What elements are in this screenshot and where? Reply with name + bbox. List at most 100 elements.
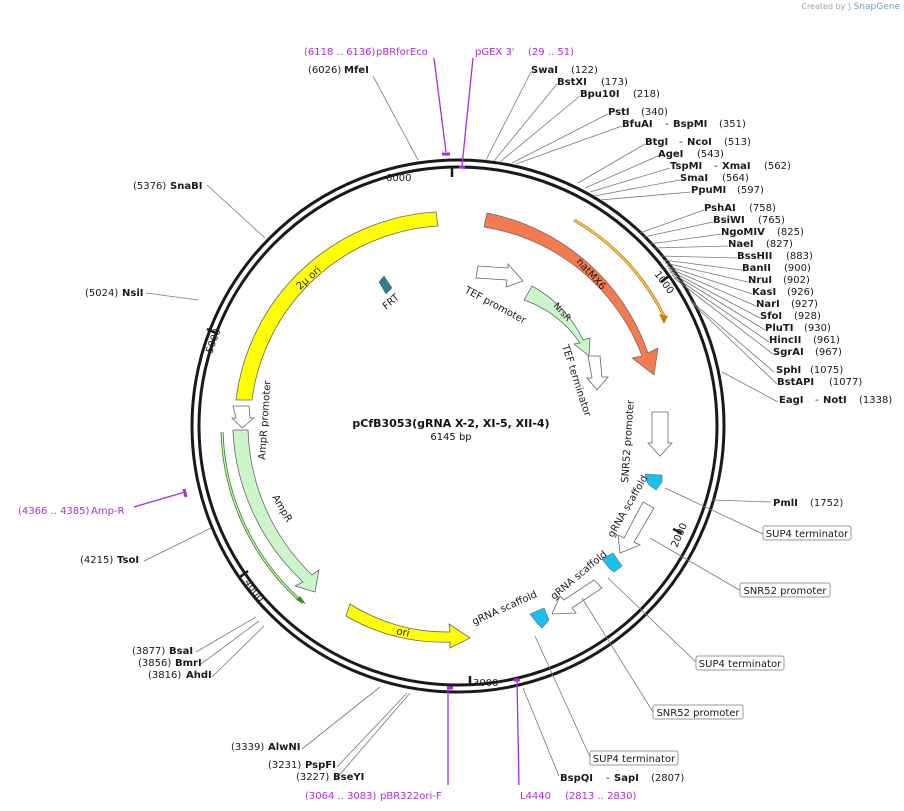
site-BssHII-name: BssHII	[737, 251, 772, 262]
site-NarI-name: NarI	[756, 299, 780, 310]
site-SapI-dash: -	[606, 773, 610, 784]
feature-natMX6-outline-head	[659, 314, 668, 324]
primer-lines	[133, 57, 520, 786]
box-snr52-promoter-2[interactable]	[652, 704, 744, 720]
backbone-inner	[197, 165, 719, 687]
site-NotI-name: NotI	[823, 395, 847, 406]
site-NruI-name: NruI	[748, 275, 772, 286]
site-NaeI-name: NaeI	[728, 239, 754, 250]
primer-pGEX3-name: pGEX 3'	[475, 47, 515, 58]
site-BsiWI-name: BsiWI	[713, 215, 745, 226]
site-EagI-pos: (1338)	[859, 395, 892, 406]
feature-gRNA-scaffold-2-arrow[interactable]	[551, 579, 603, 615]
gRNA-1-arrow[interactable]	[644, 473, 663, 491]
feature-AmpR-outline-head	[296, 596, 306, 604]
primer-pGEX3-range: (29 .. 51)	[528, 47, 574, 58]
site-BsaI-name: BsaI	[169, 646, 193, 657]
plasmid-name: pCfB3053(gRNA X-2, XI-5, XII-4)	[352, 417, 549, 430]
site-NsiI-pos: (5024)	[85, 288, 118, 299]
site-BseYI-pos: (3227)	[296, 772, 329, 783]
site-PshAI-name: PshAI	[704, 203, 736, 214]
site-BanII-pos: (900)	[784, 263, 811, 274]
snapgene-credit: Created by ⟆ SnapGene	[801, 2, 900, 12]
site-EagI-name: EagI	[779, 395, 803, 406]
site-BstAPI-name: BstAPI	[777, 377, 814, 388]
feature-gRNA-scaffold-1-arrow[interactable]	[617, 501, 655, 554]
site-BfuAI-pos: (351)	[719, 119, 746, 130]
site-BspMI-dash: -	[665, 119, 669, 130]
site-SwaI-pos: (122)	[571, 65, 598, 76]
primer-L4440-name: L4440	[520, 791, 551, 802]
site-PluTI-pos: (930)	[804, 323, 831, 334]
box-snr52-promoter-1[interactable]	[739, 582, 831, 598]
site-NgoMIV-pos: (825)	[777, 227, 804, 238]
credit-brand: SnapGene	[853, 2, 900, 12]
site-NaeI-pos: (827)	[766, 239, 793, 250]
site-NcoI-dash: -	[679, 137, 683, 148]
box-sup4-terminator-2-label: SUP4 terminator	[699, 659, 782, 670]
site-SphI-pos: (1075)	[810, 365, 843, 376]
feature-TEF-terminator-arrow[interactable]	[586, 355, 609, 391]
site-BmrI-pos: (3856)	[138, 658, 171, 669]
site-PluTI-name: PluTI	[765, 323, 793, 334]
site-PstI-name: PstI	[608, 107, 630, 118]
feature-AmpR-arrow[interactable]	[232, 429, 320, 593]
feature-TEF-promoter-arrow[interactable]	[475, 262, 524, 288]
site-AlwNI-name: AlwNI	[268, 742, 301, 753]
site-HincII-pos: (961)	[813, 335, 840, 346]
gRNA-2-arrow[interactable]	[601, 552, 623, 573]
site-NarI-pos: (927)	[791, 299, 818, 310]
site-NsiI-name: NsiI	[122, 288, 143, 299]
gRNA-3-arrow[interactable]	[529, 607, 550, 629]
box-sup4-terminator-2[interactable]	[695, 655, 785, 671]
site-NotI-dash: -	[815, 395, 819, 406]
feature-NrsR-arrow[interactable]	[523, 285, 591, 357]
site-BfuAI-name: BfuAI	[622, 119, 653, 130]
primer-L4440-range: (2813 .. 2830)	[565, 791, 637, 802]
tick-label-5000: 5000	[204, 327, 223, 355]
site-NgoMIV-name: NgoMIV	[721, 227, 765, 238]
feature-2mu-ori-arrow[interactable]	[235, 211, 439, 401]
feature-AmpR-outline-inner	[221, 431, 304, 604]
site-PshAI-pos: (758)	[749, 203, 776, 214]
feature-AmpR-promoter-arrow[interactable]	[231, 405, 256, 429]
tick-label-6000: 6000	[386, 173, 411, 184]
site-BspQI-pos: (2807)	[651, 773, 684, 784]
site-BstAPI-pos: (1077)	[829, 377, 862, 388]
primer-pBR322ori-name: pBR322ori-F	[380, 791, 442, 802]
site-TsoI-pos: (4215)	[80, 555, 113, 566]
site-BsaI-pos: (3877)	[132, 646, 165, 657]
primer-ticks	[182, 152, 520, 690]
box-sup4-terminator-1[interactable]	[762, 525, 852, 541]
site-PmlI-pos: (1752)	[810, 498, 843, 509]
box-sup4-terminator-3[interactable]	[589, 750, 679, 766]
site-TspMI-name: TspMI	[670, 161, 702, 172]
site-MfeI-name: MfeI	[344, 65, 369, 76]
site-SnaBI-pos: (5376)	[133, 181, 166, 192]
tick-label-4000: 4000	[242, 577, 266, 604]
feature-SNR52-promoter-arrow[interactable]	[647, 411, 673, 457]
feature-FRT-arrow[interactable]	[378, 275, 393, 295]
feature-ori-arrow[interactable]	[345, 603, 471, 649]
site-BanII-name: BanII	[742, 263, 771, 274]
box-snr52-promoter-1-label: SNR52 promoter	[743, 586, 827, 597]
site-AlwNI-pos: (3339)	[231, 742, 264, 753]
site-NruI-pos: (902)	[783, 275, 810, 286]
credit-prefix: Created by	[801, 2, 846, 11]
tick-label-3000: 3000	[473, 678, 498, 689]
site-SwaI-name: SwaI	[531, 65, 558, 76]
site-PpuMI-name: PpuMI	[691, 185, 726, 196]
primer-pBRforEco-range: (6118 .. 6136)	[304, 47, 376, 58]
plasmid-length: 6145 bp	[430, 432, 471, 443]
feature-label-gRNA-scaffold-3: gRNA scaffold	[471, 589, 539, 627]
site-SgrAI-pos: (967)	[815, 347, 842, 358]
site-KasI-pos: (926)	[787, 287, 814, 298]
site-BtgI-pos: (513)	[724, 137, 751, 148]
box-sup4-terminator-3-label: SUP4 terminator	[593, 754, 676, 765]
feature-label-TEF-promoter: TEF promoter	[462, 284, 529, 326]
tick-marks	[206, 167, 683, 686]
feature-natMX6-arrow[interactable]	[483, 212, 659, 376]
backbone-outer	[190, 158, 726, 694]
primer-pBR322ori-range: (3064 .. 3083)	[305, 791, 377, 802]
